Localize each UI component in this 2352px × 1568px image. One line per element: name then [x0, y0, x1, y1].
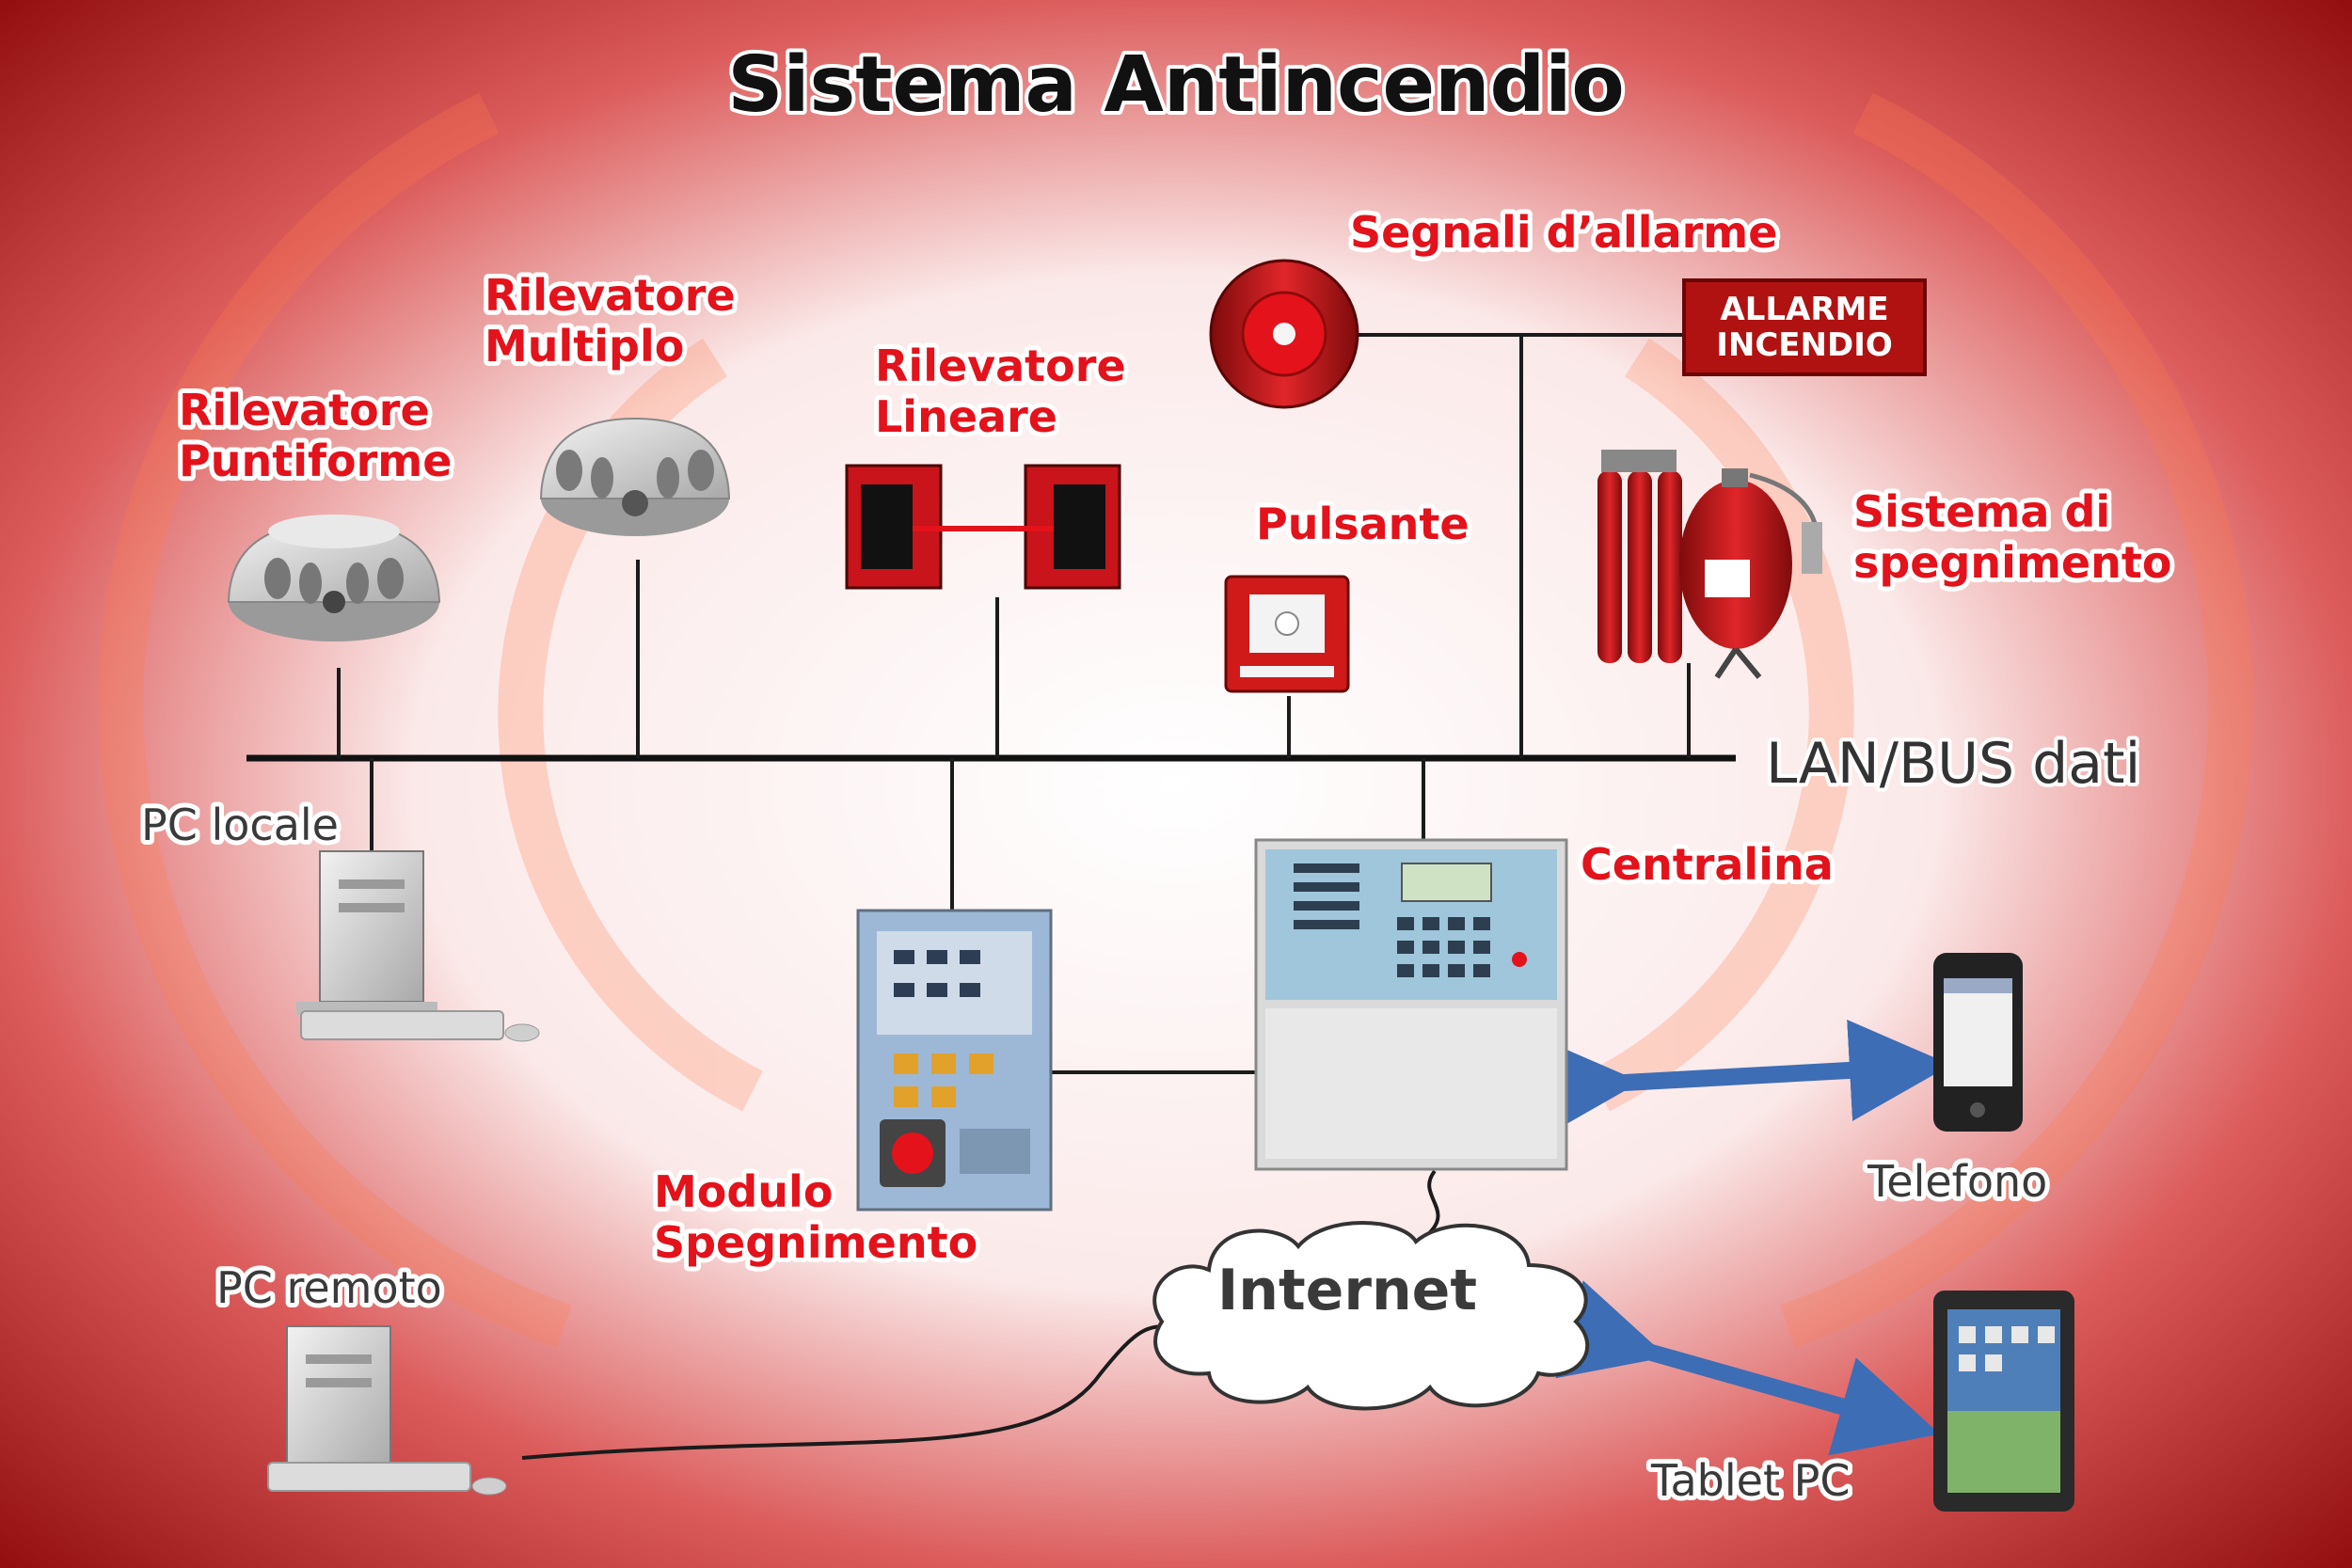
link-arrows: [1536, 1020, 1951, 1456]
desktop-pc-icon: [296, 850, 540, 1042]
internet-label: Internet: [1217, 1258, 1477, 1323]
phone-label: Telefono: [1867, 1156, 2047, 1207]
tablet-label: Tablet PC: [1650, 1455, 1850, 1506]
button-label: Pulsante: [1256, 499, 1470, 549]
multi-detector-icon: [539, 417, 731, 536]
beam-detector-icon: [845, 464, 1121, 590]
remote-pc-label: PC remoto: [216, 1262, 442, 1313]
tablet-icon: [1933, 1291, 2074, 1512]
punctiform-label-line1: Rilevatore: [179, 385, 430, 436]
manual-call-point-icon: [1224, 575, 1350, 693]
cloud-icon: Internet: [1152, 1221, 1590, 1411]
bus-label: LAN/BUS dati: [1766, 731, 2140, 797]
smoke-detector-icon: [227, 515, 441, 641]
labels-red: Rilevatore Puntiforme Rilevatore Multipl…: [174, 202, 2176, 1273]
extinguishing-module-label-line2: Spegnimento: [654, 1217, 977, 1268]
phone-link-arrow: [1536, 1020, 1951, 1138]
extinguishing-system-label-line2: spegnimento: [1853, 537, 2171, 588]
desktop-pc-icon: [267, 1325, 507, 1496]
alarm-sign-line2: INCENDIO: [1716, 326, 1893, 364]
linear-label-line1: Rilevatore: [875, 341, 1126, 391]
smartphone-icon: [1933, 953, 2023, 1132]
extinguishing-system-label-line1: Sistema di: [1853, 486, 2110, 537]
linear-label-line2: Lineare: [875, 391, 1057, 442]
labels-dark: PC locale PC remoto Telefono Tablet PC L…: [136, 727, 2144, 1511]
control-unit-label: Centralina: [1581, 839, 1834, 890]
control-panel-icon: [1254, 838, 1568, 1171]
gas-cylinders-icon: [1597, 450, 1822, 679]
local-pc-label: PC locale: [141, 800, 339, 850]
punctiform-label-line2: Puntiforme: [179, 436, 452, 486]
wiring: [246, 333, 1736, 1460]
tablet-link-arrow: [1555, 1280, 1940, 1456]
alarm-signals-label: Segnali d’allarme: [1350, 207, 1777, 258]
extinguishing-module-label-line1: Modulo: [654, 1166, 833, 1217]
alarm-sign-icon: ALLARME INCENDIO: [1682, 278, 1927, 376]
extinguishing-module-icon: [856, 909, 1053, 1212]
page-title: Sistema Antincendio: [727, 40, 1624, 130]
fire-bell-icon: [1209, 259, 1359, 409]
multiple-label-line1: Rilevatore: [485, 270, 736, 321]
multiple-label-line2: Multiplo: [485, 321, 684, 372]
alarm-sign-line1: ALLARME: [1720, 291, 1888, 328]
